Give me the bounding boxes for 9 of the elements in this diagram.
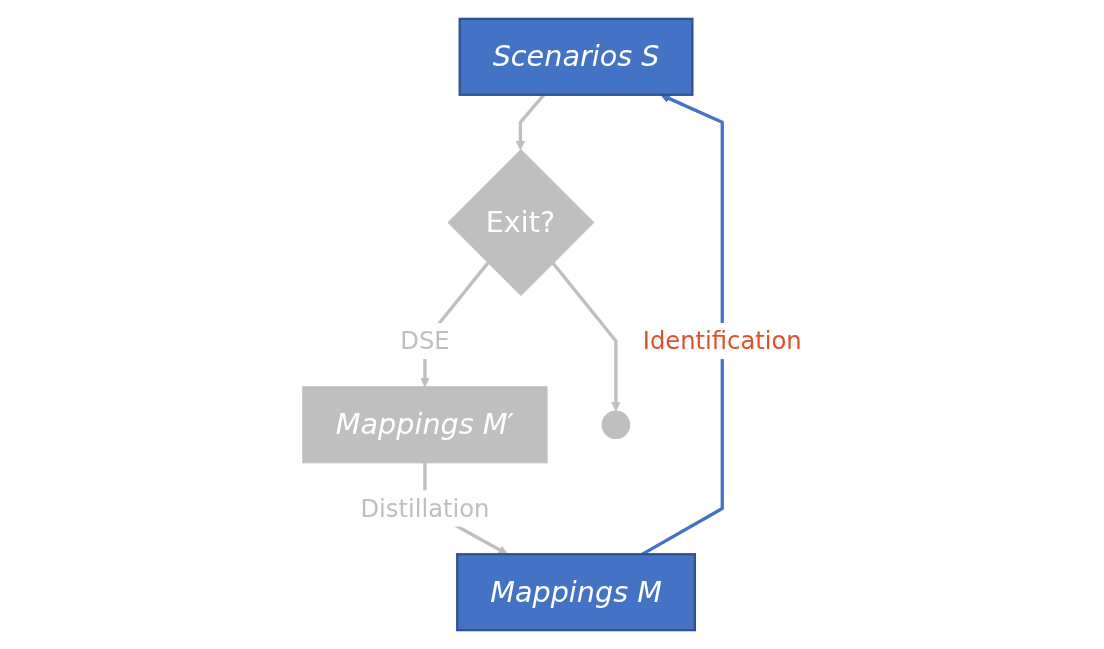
edge-label: Identification xyxy=(642,327,802,355)
edge-label: Distillation xyxy=(360,494,490,523)
node-box: Scenarios S xyxy=(458,17,694,96)
node-diamond: Exit? xyxy=(447,149,595,297)
arrow xyxy=(551,261,621,412)
edge-label: DSE xyxy=(399,327,450,355)
node-box: Mappings M′ xyxy=(302,386,548,464)
node-circle xyxy=(601,410,630,440)
node-box: Mappings M xyxy=(455,553,696,632)
